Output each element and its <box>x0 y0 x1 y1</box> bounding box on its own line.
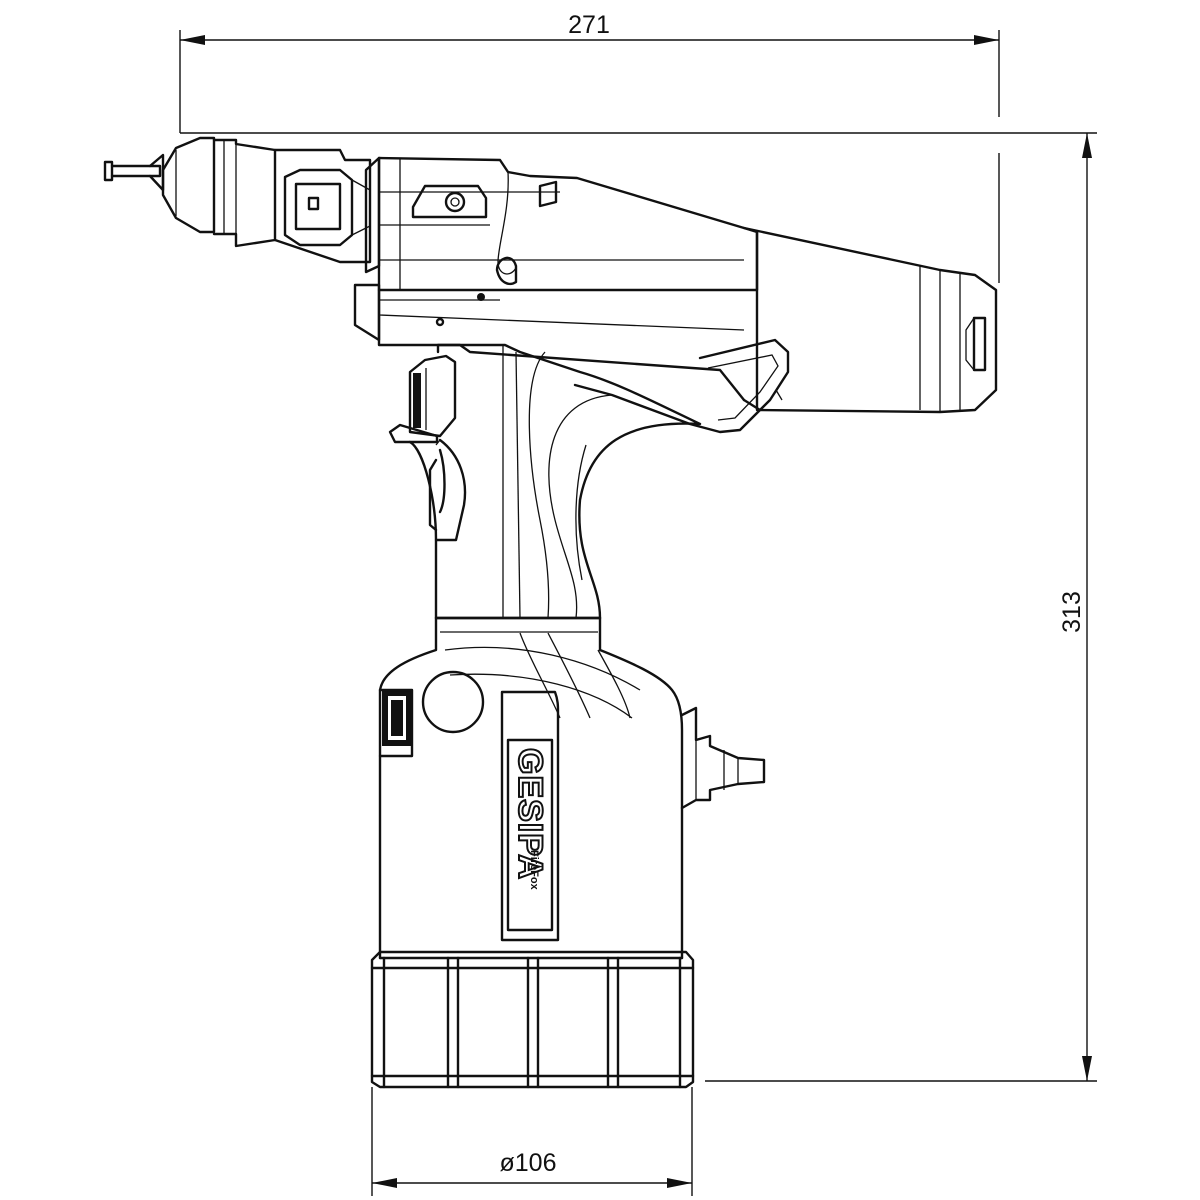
dimension-height-label: 313 <box>1058 591 1086 633</box>
dimension-length: 271 <box>179 11 1000 133</box>
lower-housing <box>378 616 766 960</box>
base-ring <box>370 950 695 1089</box>
dimension-diameter: ø106 <box>371 1087 693 1196</box>
tool-head <box>353 156 998 414</box>
nose-piece <box>103 136 372 264</box>
brand-logo-text: GESIPA <box>511 748 549 880</box>
brand-logo: GESIPA FireFox <box>510 747 550 891</box>
dimension-height: 313 <box>180 132 1097 1082</box>
handle <box>408 343 702 620</box>
trigger <box>388 354 457 444</box>
dimension-length-label: 271 <box>568 11 610 39</box>
side-tank <box>573 338 790 434</box>
dimension-diameter-label: ø106 <box>500 1149 557 1177</box>
brand-sub-text: FireFox <box>528 850 540 891</box>
